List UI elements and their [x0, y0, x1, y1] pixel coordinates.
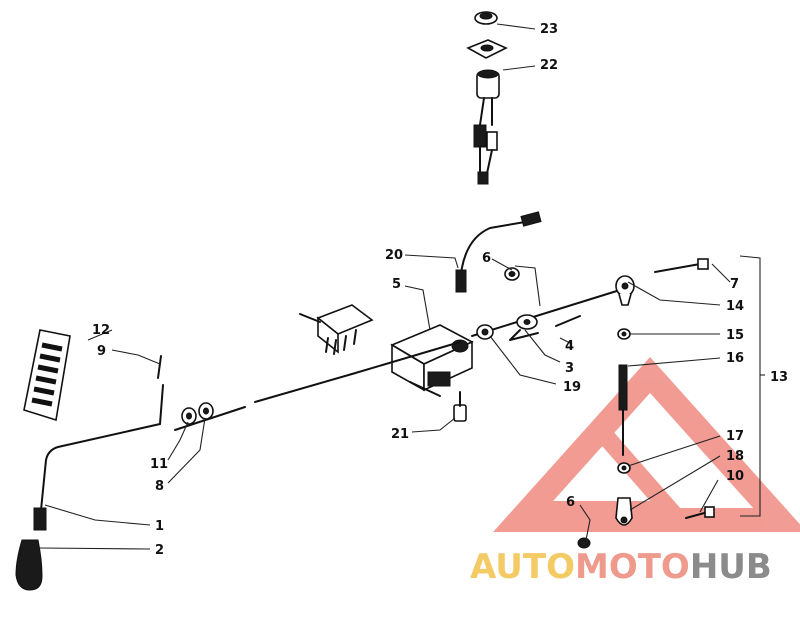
part-6-nut-lower: [577, 537, 591, 549]
part-8-washer: [198, 402, 214, 420]
callout-13: 13: [770, 370, 788, 385]
part-3-lever: [509, 314, 539, 341]
part-2-knob: [15, 539, 43, 591]
part-22-switch-plate: [466, 39, 508, 59]
part-18-rod-end: [615, 497, 633, 526]
shift-shaft: [174, 289, 621, 431]
mounting-bracket: [299, 304, 374, 355]
callout-20: 20: [385, 248, 403, 263]
callout-16: 16: [726, 351, 744, 366]
part-9-pin: [157, 355, 162, 379]
part-19-bushing: [476, 324, 494, 340]
callout-23: 23: [540, 22, 558, 37]
part-4-pin: [555, 315, 581, 327]
callout-22: 22: [540, 58, 558, 73]
callout-6-lower: 6: [566, 495, 575, 510]
part-5-housing: [390, 324, 474, 392]
part-10-bolt: [685, 506, 715, 519]
svg-text:AUTOMOTOHUB: AUTOMOTOHUB: [470, 547, 772, 587]
callout-2: 2: [155, 543, 164, 558]
callout-9: 9: [97, 344, 106, 359]
watermark-logo: [493, 357, 800, 532]
part-23-washer: [474, 11, 498, 25]
callout-5: 5: [392, 277, 401, 292]
part-20-wire-lead: [455, 211, 542, 293]
callout-15: 15: [726, 328, 744, 343]
callout-14: 14: [726, 299, 744, 314]
watermark-auto: AUTO: [470, 547, 575, 587]
callout-18: 18: [726, 449, 744, 464]
part-14-rod-end: [615, 275, 635, 306]
watermark-hub: HUB: [690, 547, 772, 587]
part-1-lever-arm: [33, 384, 164, 531]
watermark-moto: MOTO: [575, 547, 690, 587]
callout-4: 4: [565, 339, 574, 354]
callout-7: 7: [730, 277, 739, 292]
callout-11: 11: [150, 457, 168, 472]
part-15-nut: [617, 328, 631, 340]
part-6-nut-upper: [504, 267, 520, 281]
callouts: 23 22 20 6 5 4 3 19 21 7 14 15 16 13 17 …: [92, 22, 788, 558]
part-17-nut: [617, 462, 631, 474]
part-21-screw: [453, 391, 467, 422]
part-7-bolt: [654, 258, 709, 273]
callout-21: 21: [391, 427, 409, 442]
callout-3: 3: [565, 361, 574, 376]
callout-10: 10: [726, 469, 744, 484]
callout-19: 19: [563, 380, 581, 395]
callout-8: 8: [155, 479, 164, 494]
leader-lines: [39, 23, 765, 550]
callout-6-upper: 6: [482, 251, 491, 266]
watermark-text: AUTOMOTOHUB: [470, 547, 772, 587]
callout-1: 1: [155, 519, 164, 534]
callout-17: 17: [726, 429, 744, 444]
part-22-switch-body: [473, 69, 500, 185]
callout-12: 12: [92, 323, 110, 338]
part-16-rod: [618, 364, 628, 456]
part-11-washer: [181, 407, 197, 425]
part-12-plate: [23, 329, 71, 422]
